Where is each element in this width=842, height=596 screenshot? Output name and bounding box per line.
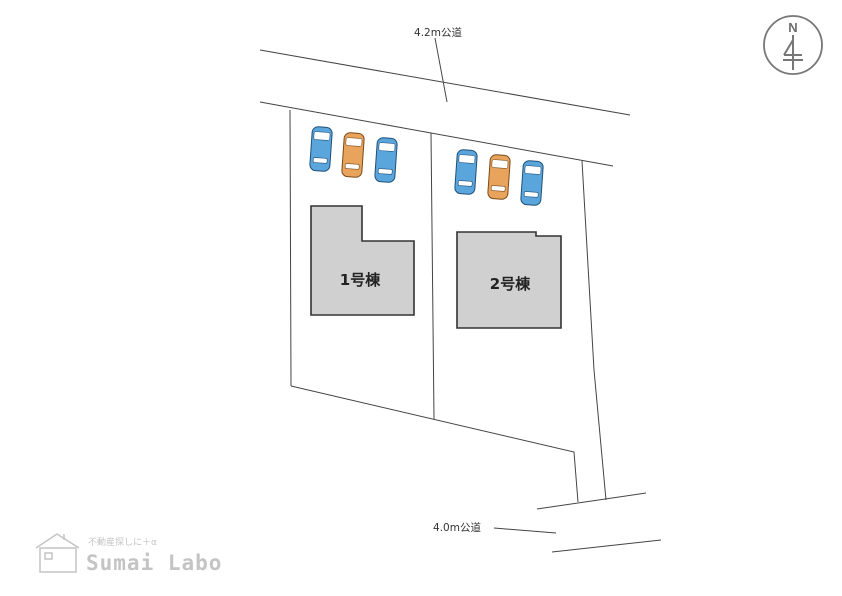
car-icon (341, 132, 365, 178)
south-road-label-leader (493, 527, 557, 534)
car-icon (520, 160, 544, 206)
lot-south-boundary (290, 385, 579, 503)
lot2-east-boundary (581, 160, 607, 501)
south-road (493, 492, 662, 553)
car-icon (374, 137, 398, 183)
building-1-label: 1号棟 (340, 271, 381, 289)
car-icon (309, 126, 333, 172)
house-outline-icon (35, 533, 80, 573)
north-arrow-icon (763, 15, 823, 75)
north-road (259, 37, 631, 167)
lot-divider-boundary (430, 132, 435, 420)
south-road-north-edge (536, 492, 647, 510)
compass-north-letter: N (788, 20, 797, 35)
car-icon (487, 154, 511, 200)
car-icon (454, 149, 478, 195)
lot1-west-boundary (289, 109, 292, 387)
north-road-label: 4.2m公道 (414, 26, 462, 39)
south-road-label: 4.0m公道 (433, 521, 481, 534)
north-road-inner-edge (259, 101, 614, 167)
north-road-outer-edge (259, 49, 631, 116)
logo-name: Sumai Labo (86, 551, 222, 575)
south-road-south-edge (551, 539, 662, 553)
building-2-footprint (456, 231, 562, 329)
north-road-label-leader (434, 37, 448, 103)
logo-tagline: 不動産探しに＋α (88, 536, 157, 548)
building-1-footprint (310, 205, 415, 316)
lot-boundaries (289, 109, 607, 503)
building-2-label: 2号棟 (490, 275, 531, 293)
